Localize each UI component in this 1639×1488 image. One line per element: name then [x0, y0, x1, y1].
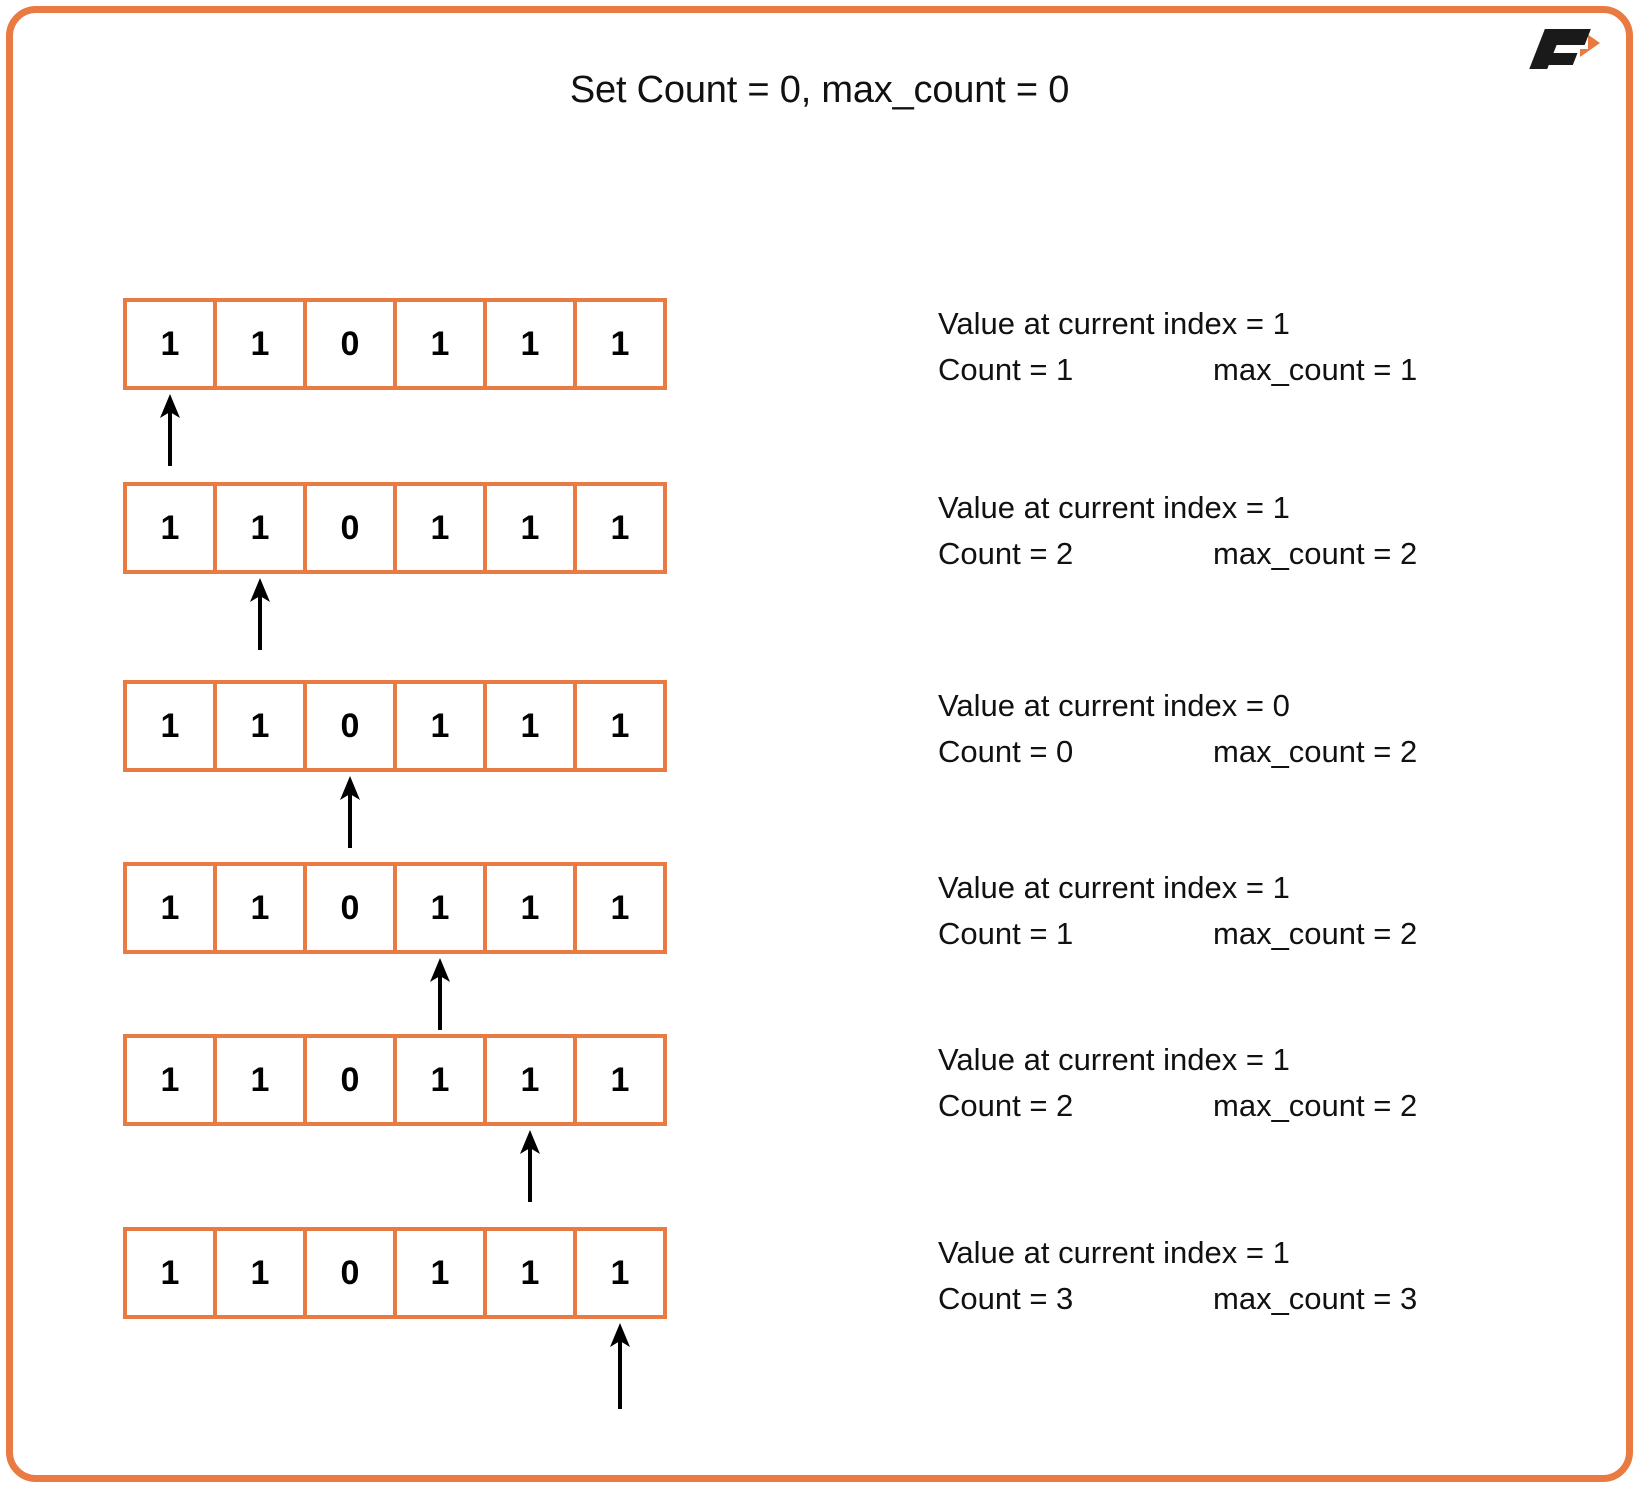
- current-index-arrow-icon: [515, 1130, 545, 1202]
- array-cell[interactable]: 1: [483, 680, 577, 772]
- array-cell[interactable]: 1: [483, 1227, 577, 1319]
- array-cell[interactable]: 1: [573, 862, 667, 954]
- array-cell[interactable]: 1: [483, 862, 577, 954]
- count-line: Count = 0 max_count = 2: [938, 729, 1417, 775]
- count-line: Count = 1 max_count = 2: [938, 911, 1417, 957]
- count-text: Count = 1: [938, 916, 1074, 951]
- array-cell[interactable]: 1: [393, 1227, 487, 1319]
- step-annotation: Value at current index = 1 Count = 1 max_c…: [938, 301, 1417, 393]
- array-cell[interactable]: 0: [303, 862, 397, 954]
- step-annotation: Value at current index = 1 Count = 3 max_c…: [938, 1230, 1417, 1322]
- array-cell[interactable]: 1: [213, 862, 307, 954]
- count-line: Count = 3 max_count = 3: [938, 1276, 1417, 1322]
- array-cell[interactable]: 1: [123, 862, 217, 954]
- array-cell[interactable]: 1: [123, 482, 217, 574]
- count-text: Count = 2: [938, 1088, 1074, 1123]
- max-count-text: max_count = 2: [1213, 1088, 1418, 1123]
- array-cell[interactable]: 1: [213, 482, 307, 574]
- current-index-arrow-icon: [605, 1323, 635, 1409]
- count-text: Count = 3: [938, 1281, 1074, 1316]
- array-cell[interactable]: 1: [123, 298, 217, 390]
- array-cell[interactable]: 1: [123, 1227, 217, 1319]
- array-cell[interactable]: 0: [303, 680, 397, 772]
- array-cell[interactable]: 0: [303, 1034, 397, 1126]
- array-cell[interactable]: 1: [573, 1034, 667, 1126]
- count-text: Count = 0: [938, 734, 1074, 769]
- value-at-index-text: Value at current index = 1: [938, 1235, 1290, 1270]
- step-annotation: Value at current index = 1 Count = 1 max_c…: [938, 865, 1417, 957]
- page-title: Set Count = 0, max_count = 0: [569, 69, 1070, 111]
- max-count-text: max_count = 2: [1213, 734, 1418, 769]
- count-line: Count = 2 max_count = 2: [938, 1083, 1417, 1129]
- value-at-index-text: Value at current index = 0: [938, 688, 1290, 723]
- f-chevron-logo: [1488, 21, 1608, 77]
- array-cell[interactable]: 1: [573, 1227, 667, 1319]
- array-cell[interactable]: 1: [123, 680, 217, 772]
- array-cell[interactable]: 1: [483, 1034, 577, 1126]
- step-annotation: Value at current index = 1 Count = 2 max_c…: [938, 485, 1417, 577]
- count-line: Count = 2 max_count = 2: [938, 531, 1417, 577]
- max-count-text: max_count = 2: [1213, 536, 1418, 571]
- array-cell[interactable]: 1: [213, 680, 307, 772]
- current-index-arrow-icon: [155, 394, 185, 466]
- value-at-index-text: Value at current index = 1: [938, 1042, 1290, 1077]
- array-cell[interactable]: 1: [393, 862, 487, 954]
- array-cell[interactable]: 1: [393, 298, 487, 390]
- count-text: Count = 2: [938, 536, 1074, 571]
- array-cell[interactable]: 1: [393, 1034, 487, 1126]
- step-annotation: Value at current index = 0 Count = 0 max_c…: [938, 683, 1417, 775]
- current-index-arrow-icon: [245, 578, 275, 650]
- array-cell[interactable]: 1: [213, 1227, 307, 1319]
- array-cell[interactable]: 1: [573, 680, 667, 772]
- current-index-arrow-icon: [335, 776, 365, 848]
- max-count-text: max_count = 2: [1213, 916, 1418, 951]
- value-at-index-text: Value at current index = 1: [938, 490, 1290, 525]
- count-text: Count = 1: [938, 352, 1074, 387]
- array-cell[interactable]: 0: [303, 298, 397, 390]
- array-cell[interactable]: 1: [483, 298, 577, 390]
- value-at-index-text: Value at current index = 1: [938, 306, 1290, 341]
- value-at-index-text: Value at current index = 1: [938, 870, 1290, 905]
- step-annotation: Value at current index = 1 Count = 2 max_c…: [938, 1037, 1417, 1129]
- max-count-text: max_count = 1: [1213, 352, 1418, 387]
- array-cell[interactable]: 1: [573, 298, 667, 390]
- array-cell[interactable]: 1: [393, 482, 487, 574]
- array-cell[interactable]: 1: [393, 680, 487, 772]
- array-cell[interactable]: 1: [123, 1034, 217, 1126]
- array-cell[interactable]: 0: [303, 1227, 397, 1319]
- array-cell[interactable]: 0: [303, 482, 397, 574]
- array-cell[interactable]: 1: [483, 482, 577, 574]
- array-cell[interactable]: 1: [573, 482, 667, 574]
- current-index-arrow-icon: [425, 958, 455, 1030]
- array-cell[interactable]: 1: [213, 1034, 307, 1126]
- array-cell[interactable]: 1: [213, 298, 307, 390]
- max-count-text: max_count = 3: [1213, 1281, 1418, 1316]
- count-line: Count = 1 max_count = 1: [938, 347, 1417, 393]
